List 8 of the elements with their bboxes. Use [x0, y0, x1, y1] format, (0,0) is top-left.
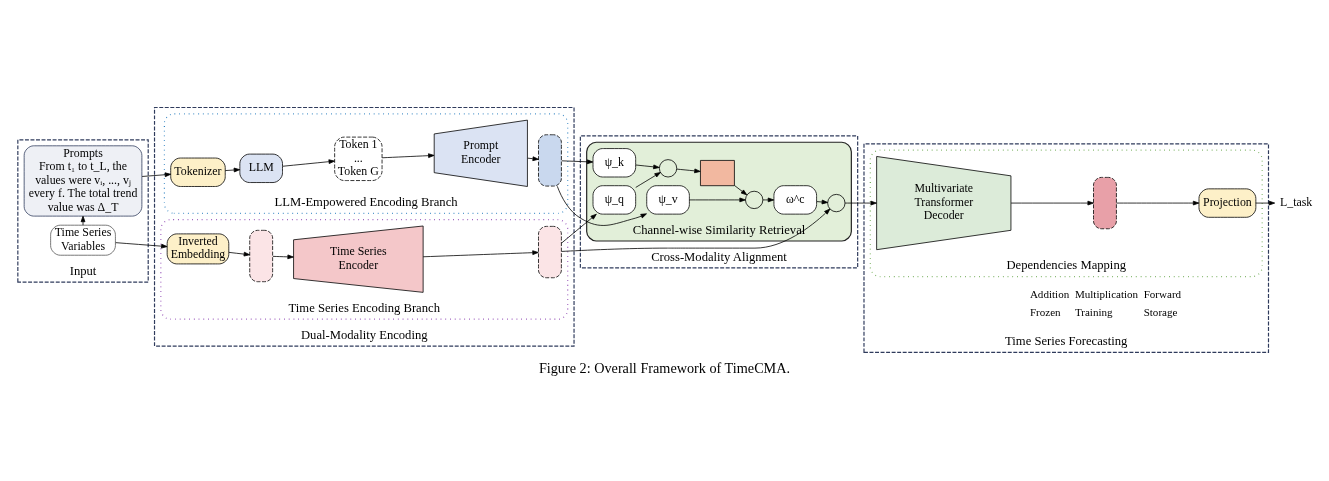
legend-label: Training	[1074, 305, 1113, 318]
legend-label: Storage	[1143, 305, 1178, 318]
node-text: L_task	[1280, 194, 1313, 209]
legend-label: Frozen	[1029, 305, 1061, 318]
legend-label: Addition	[1029, 287, 1070, 300]
legend-label: Multiplication	[1074, 287, 1139, 300]
legend-label: Forward	[1143, 287, 1182, 300]
caption: Figure 2: Overall Framework of TimeCMA.	[538, 359, 791, 376]
